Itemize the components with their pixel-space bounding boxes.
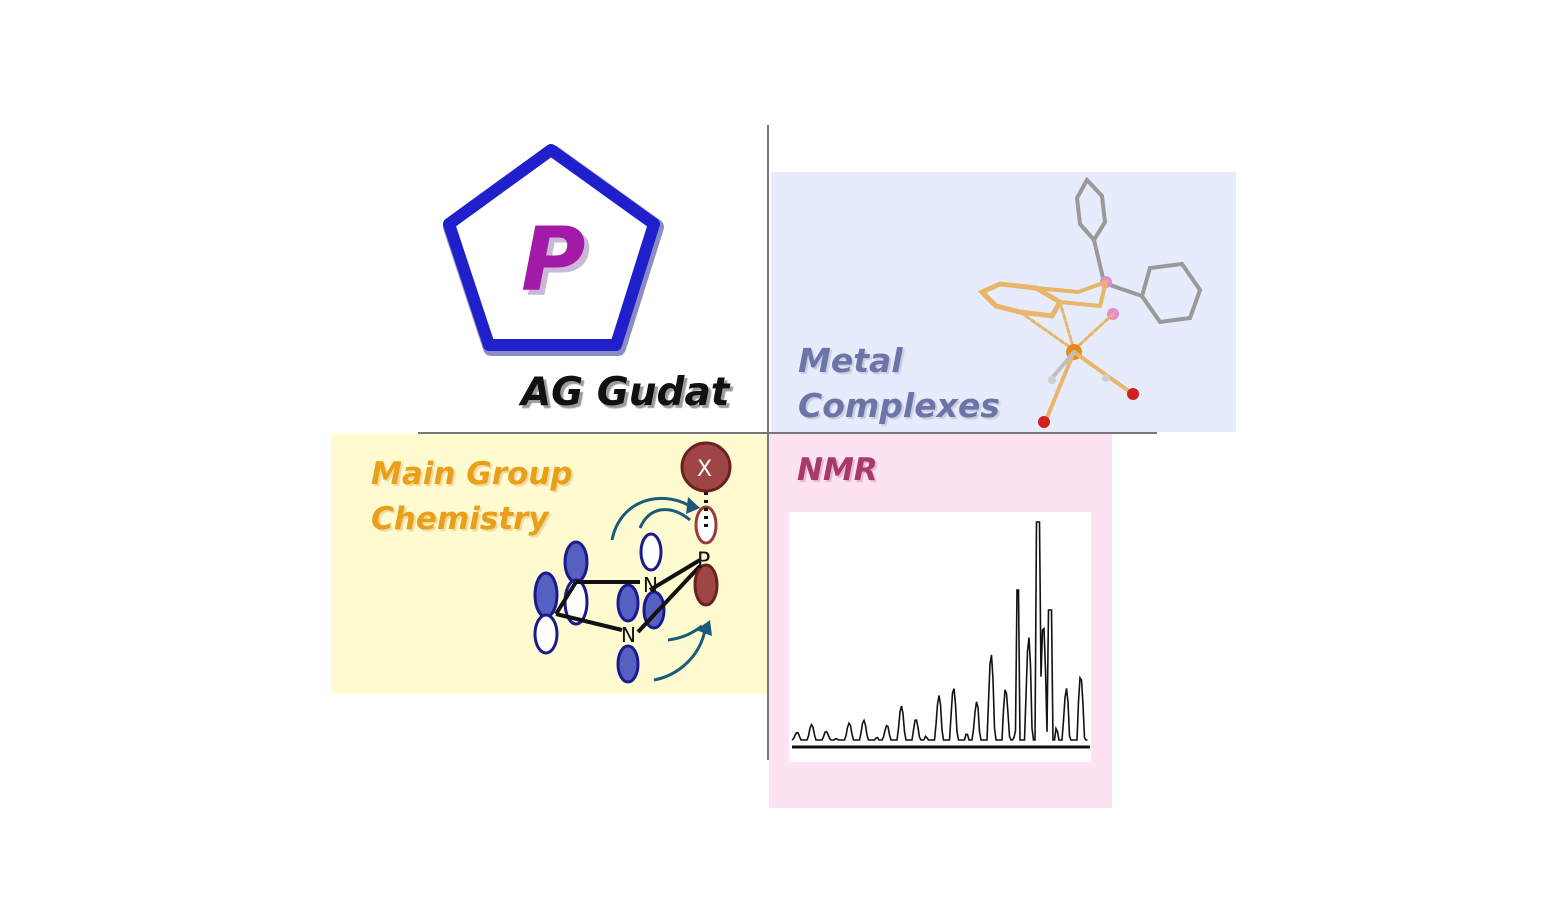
crystal-structure <box>977 176 1203 428</box>
nmr-label: NMR <box>797 452 878 488</box>
group-title: AG Gudat <box>521 370 730 415</box>
main-label-line2: Chemistry <box>371 501 549 537</box>
metal-label-line2: Complexes <box>798 386 1000 425</box>
nmr-spectrum <box>791 521 1090 749</box>
logo-letter: P <box>526 213 591 316</box>
metal-complexes-label: Metal Complexes <box>798 338 1000 428</box>
orbital-scheme <box>533 441 732 684</box>
metal-label-line1: Metal <box>798 341 903 380</box>
nmr-trace <box>791 521 1088 741</box>
pentagon-logo <box>443 144 664 356</box>
atom-n-label: N <box>643 573 658 597</box>
atom-x-label: X <box>697 457 712 482</box>
logo-letter: P <box>521 208 586 311</box>
atom-n-label: N <box>621 623 636 647</box>
main-label-line1: Main Group <box>371 456 573 492</box>
main-group-label: Main Group Chemistry <box>371 452 573 542</box>
atom-p-label: P <box>697 549 710 574</box>
nmr-peaks <box>791 521 1088 741</box>
metal-complexes-panel <box>771 172 1236 432</box>
